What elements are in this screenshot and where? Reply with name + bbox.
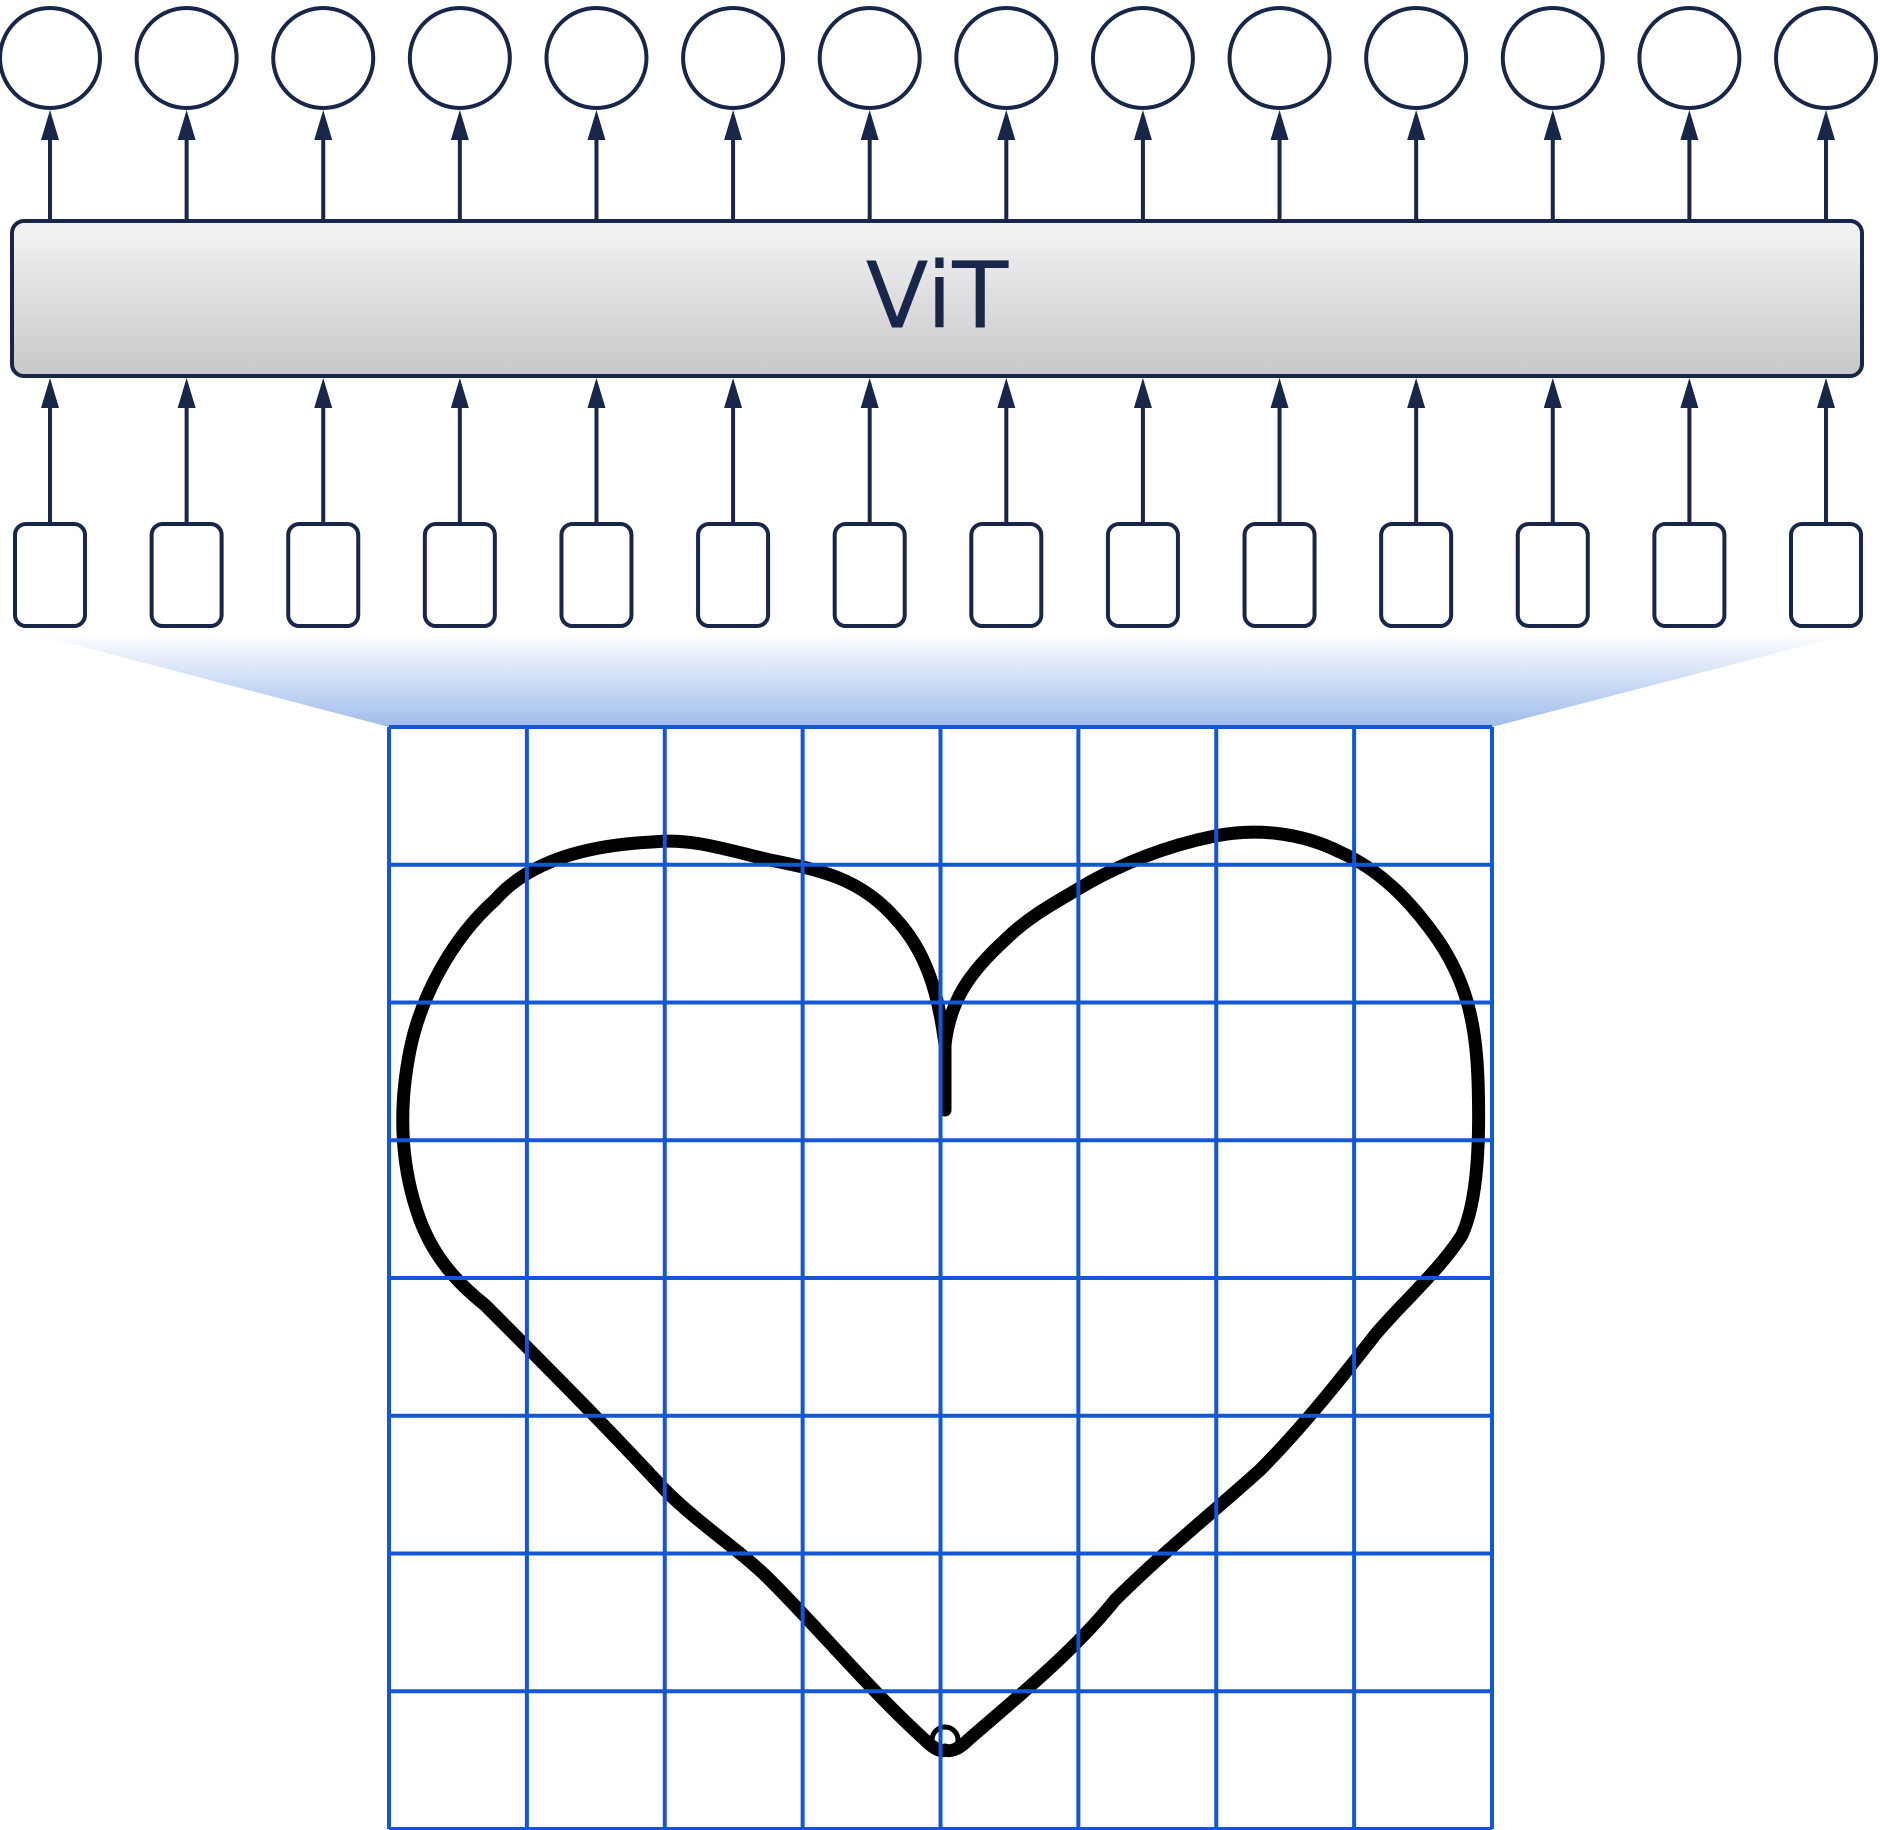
patch-token-7: [835, 524, 905, 626]
output-token-12: [1503, 8, 1603, 108]
output-arrow-14: [1817, 110, 1835, 221]
arrow-head: [41, 110, 59, 140]
arrow-head: [1407, 378, 1425, 408]
output-token-1: [0, 8, 100, 108]
arrow-head: [1544, 110, 1562, 140]
arrow-head: [587, 110, 605, 140]
patch-token-14: [1791, 524, 1861, 626]
input-arrow-6: [724, 378, 742, 524]
arrow-head: [451, 378, 469, 408]
arrow-head: [1271, 378, 1289, 408]
input-arrow-9: [1134, 378, 1152, 524]
input-arrow-8: [997, 378, 1015, 524]
arrow-head: [1407, 110, 1425, 140]
input-arrow-5: [587, 378, 605, 524]
output-token-13: [1639, 8, 1739, 108]
output-token-5: [546, 8, 646, 108]
input-arrow-11: [1407, 378, 1425, 524]
input-arrow-14: [1817, 378, 1835, 524]
vit-block: ViT: [12, 221, 1862, 376]
patch-token-3: [288, 524, 358, 626]
input-arrow-1: [41, 378, 59, 524]
arrow-head: [1134, 378, 1152, 408]
input-arrow-12: [1544, 378, 1562, 524]
output-arrow-5: [587, 110, 605, 221]
patch-token-1: [15, 524, 85, 626]
output-arrows: [41, 110, 1835, 221]
patch-token-5: [561, 524, 631, 626]
arrow-head: [997, 110, 1015, 140]
patch-projection: [30, 633, 1853, 727]
output-token-2: [137, 8, 237, 108]
output-token-14: [1776, 8, 1876, 108]
arrow-head: [1680, 110, 1698, 140]
image-patch-grid: [389, 727, 1492, 1829]
output-arrow-1: [41, 110, 59, 221]
arrow-head: [1134, 110, 1152, 140]
patch-token-4: [425, 524, 495, 626]
patch-token-8: [971, 524, 1041, 626]
input-patch-tokens: [15, 524, 1861, 626]
output-token-6: [683, 8, 783, 108]
input-arrow-10: [1271, 378, 1289, 524]
arrow-head: [724, 110, 742, 140]
output-arrow-12: [1544, 110, 1562, 221]
arrow-head: [1680, 378, 1698, 408]
arrow-head: [451, 110, 469, 140]
output-tokens: [0, 8, 1876, 108]
output-token-11: [1366, 8, 1466, 108]
arrow-head: [178, 110, 196, 140]
arrow-head: [587, 378, 605, 408]
output-token-3: [273, 8, 373, 108]
output-arrow-11: [1407, 110, 1425, 221]
arrow-head: [314, 378, 332, 408]
input-arrows: [41, 378, 1835, 524]
input-arrow-2: [178, 378, 196, 524]
output-arrow-8: [997, 110, 1015, 221]
patch-token-11: [1381, 524, 1451, 626]
patch-token-2: [152, 524, 222, 626]
input-arrow-4: [451, 378, 469, 524]
arrow-head: [1817, 110, 1835, 140]
input-arrow-3: [314, 378, 332, 524]
patch-token-9: [1108, 524, 1178, 626]
output-arrow-9: [1134, 110, 1152, 221]
input-arrow-7: [861, 378, 879, 524]
arrow-head: [1271, 110, 1289, 140]
arrow-head: [41, 378, 59, 408]
output-arrow-13: [1680, 110, 1698, 221]
arrow-head: [1817, 378, 1835, 408]
output-arrow-7: [861, 110, 879, 221]
arrow-head: [1544, 378, 1562, 408]
output-token-9: [1093, 8, 1193, 108]
arrow-head: [861, 110, 879, 140]
output-token-8: [956, 8, 1056, 108]
arrow-head: [314, 110, 332, 140]
vit-block-label: ViT: [866, 242, 1009, 349]
output-token-7: [820, 8, 920, 108]
arrow-head: [861, 378, 879, 408]
input-arrow-13: [1680, 378, 1698, 524]
output-token-10: [1230, 8, 1330, 108]
patch-token-10: [1245, 524, 1315, 626]
output-arrow-10: [1271, 110, 1289, 221]
output-arrow-4: [451, 110, 469, 221]
arrow-head: [997, 378, 1015, 408]
output-arrow-3: [314, 110, 332, 221]
output-arrow-2: [178, 110, 196, 221]
output-token-4: [410, 8, 510, 108]
arrow-head: [724, 378, 742, 408]
arrow-head: [178, 378, 196, 408]
patch-token-12: [1518, 524, 1588, 626]
patch-token-6: [698, 524, 768, 626]
output-arrow-6: [724, 110, 742, 221]
patch-token-13: [1654, 524, 1724, 626]
